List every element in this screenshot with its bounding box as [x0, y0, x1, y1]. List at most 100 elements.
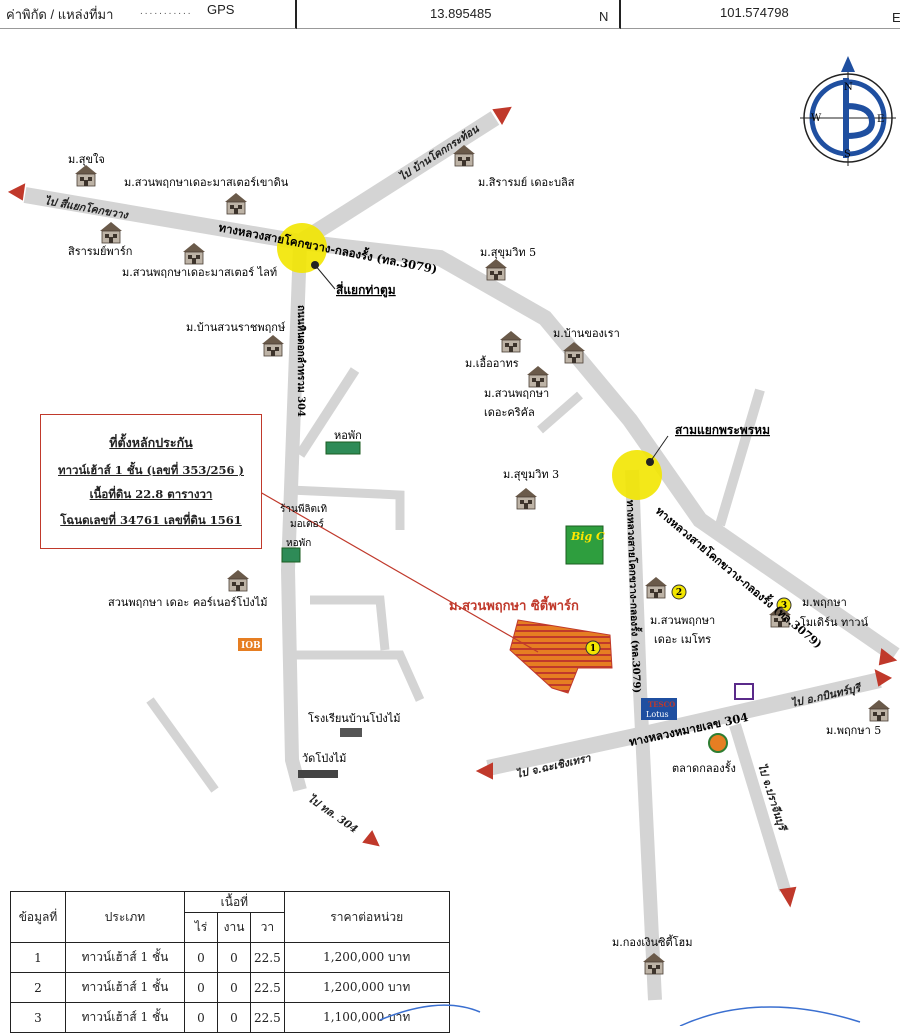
road-side-f — [146, 697, 219, 793]
marker-1 — [585, 640, 601, 656]
label-siriram: ม.สิรารมย์ เดอะบลิส — [478, 176, 575, 189]
house-icon — [484, 258, 508, 281]
longitude-unit: E — [892, 10, 900, 25]
label-sukhumvit5: ม.สุขุมวิท 5 — [480, 246, 536, 259]
label-cricket-1: ม.สวนพฤกษา — [484, 387, 549, 400]
lotus-icon — [641, 698, 677, 720]
subject-property — [509, 619, 613, 694]
road-side-c — [289, 485, 405, 530]
house-icon — [526, 365, 550, 388]
house-icon — [224, 192, 248, 215]
house-icon — [514, 487, 538, 510]
road-tha-tum — [280, 244, 307, 792]
direction-arrows — [7, 106, 898, 908]
bigc-icon — [565, 525, 604, 565]
marker-2-label: 2 — [676, 588, 682, 598]
house-icon — [261, 334, 285, 357]
label-modern-2: โมเดิร์น ทาวน์ — [800, 615, 869, 629]
label-corner: สวนพฤกษา เดอะ คอร์เนอร์โป่งไม้ — [108, 595, 268, 609]
legend-deed: โฉนดเลขที่ 34761 เลขที่ดิน 1561 — [60, 513, 242, 527]
label-pruksa5: ม.พฤกษา 5 — [826, 724, 881, 737]
arrow-prachinburi — [779, 886, 797, 908]
house-icon — [226, 569, 250, 592]
label-to-tl304: ไป ทล. 304 — [305, 792, 360, 836]
th-rai: ไร่ — [184, 912, 218, 943]
house-icon — [499, 330, 523, 353]
road-side-d — [310, 595, 390, 651]
th-ngan: งาน — [217, 912, 251, 943]
table-row: 1 ทาวน์เฮ้าส์ 1 ชั้น 0 0 22.5 1,200,000 … — [10, 942, 450, 973]
latitude-value: 13.895485 — [430, 6, 492, 21]
legend-type: ทาวน์เฮ้าส์ 1 ชั้น (เลขที่ 353/256 ) — [58, 463, 244, 477]
label-junction-phrasam: สามแยกพระพรหม — [675, 423, 770, 437]
road-to-prachinburi — [729, 723, 791, 892]
table-row: 3 ทาวน์เฮ้าส์ 1 ชั้น 0 0 22.5 1,100,000 … — [10, 1002, 450, 1033]
house-icon — [99, 221, 123, 244]
label-subject: ม.สวนพฤกษา ซิตี้พาร์ก — [449, 595, 579, 614]
marker-1-label: 1 — [590, 644, 596, 654]
lotus-bot: Lotus — [646, 710, 669, 719]
marker-3-label: 3 — [781, 601, 787, 611]
table-row: 2 ทาวน์เฮ้าส์ 1 ชั้น 0 0 22.5 1,200,000 … — [10, 972, 450, 1003]
label-city-home: ม.กองเงินซิตี้โฮม — [612, 934, 693, 949]
label-market: ตลาดกลองรั้ง — [672, 760, 736, 775]
road-side-g — [537, 391, 583, 434]
road-network — [23, 111, 900, 1001]
label-master-khaodin: ม.สวนพฤกษาเดอะมาสเตอร์เขาดิน — [124, 176, 289, 189]
house-icon — [867, 699, 891, 722]
label-road-tha-tum: ถนนหินดอกลำทรวม 304 — [295, 305, 307, 417]
legend-pointer-line — [259, 491, 539, 653]
label-master-light: ม.สวนพฤกษาเดอะมาสเตอร์ ไลท์ — [122, 266, 277, 279]
label-to-kok-kwang: ไป สี่แยกโคกขวาง — [43, 192, 130, 222]
label-shop-1: ร้านพีลิตเทิ — [280, 503, 327, 515]
label-temple: วัดโป่งไม้ — [302, 751, 346, 765]
house-icon — [182, 242, 206, 265]
coordinate-header: ค่าพิกัด / แหล่งที่มา ........... GPS 13… — [0, 0, 900, 30]
label-sukhumvit3: ม.สุขุมวิท 3 — [503, 468, 559, 481]
label-metro-2: เดอะ เมโทร — [654, 632, 711, 646]
label-ban-khong-rao: ม.บ้านของเรา — [553, 327, 620, 340]
junction-phrasam-leader — [649, 435, 669, 463]
road-side-e — [290, 650, 425, 702]
arrow-west — [7, 183, 26, 201]
th-price: ราคาต่อหน่วย — [283, 891, 450, 943]
legend-area: เนื้อที่ดิน 22.8 ตารางวา — [89, 487, 213, 501]
junction-tha-tum-leader — [314, 264, 336, 290]
label-cricket-2: เดอะคริคัล — [484, 406, 535, 419]
road-to-ban-kok — [295, 111, 500, 249]
label-ueaarthorn: ม.เอื้ออาทร — [465, 355, 519, 370]
house-icon — [644, 576, 668, 599]
label-dorm-2: หอพัก — [286, 538, 311, 549]
temple-icon — [298, 770, 338, 778]
longitude-value: 101.574798 — [720, 5, 789, 20]
bigc-label: Big C — [570, 530, 605, 543]
dorm-icon — [325, 441, 361, 455]
house-icon — [74, 164, 98, 187]
th-type: ประเภท — [65, 891, 185, 943]
compass-rose: N S E W — [800, 56, 896, 166]
arrow-east — [878, 648, 898, 666]
junction-tha-tum — [277, 223, 327, 273]
label-modern-1: ม.พฤกษา — [802, 596, 847, 609]
label-junction-tha-tum: สี่แยกท่าตูม — [336, 281, 396, 298]
arrow-south-tl304 — [362, 830, 380, 847]
dorm-icon — [281, 547, 301, 563]
place-labels: ม.สุขใจ ม.สวนพฤกษาเดอะมาสเตอร์เขาดิน ม.ส… — [68, 153, 882, 949]
th-wa: วา — [250, 912, 285, 943]
compass-s: S — [844, 149, 851, 160]
latitude-unit: N — [599, 9, 609, 24]
gas-station-icon — [238, 638, 262, 651]
coord-label: ค่าพิกัด / แหล่งที่มา — [6, 7, 114, 22]
gas-label: IOB — [241, 641, 261, 651]
marker-2 — [671, 584, 687, 600]
price-table: ข้อมูลที่ ประเภท เนื้อที่ ราคาต่อหน่วย ไ… — [10, 891, 450, 1033]
compass-n: N — [844, 82, 853, 93]
label-dorm-1: หอพัก — [334, 429, 362, 442]
arrow-chachoengsao — [475, 762, 493, 780]
label-sukhjai: ม.สุขใจ — [68, 153, 105, 166]
road-hwy-304 — [486, 672, 882, 776]
th-id: ข้อมูลที่ — [10, 891, 66, 943]
arrow-northeast — [492, 106, 512, 126]
arrow-kabinburi — [874, 669, 893, 687]
